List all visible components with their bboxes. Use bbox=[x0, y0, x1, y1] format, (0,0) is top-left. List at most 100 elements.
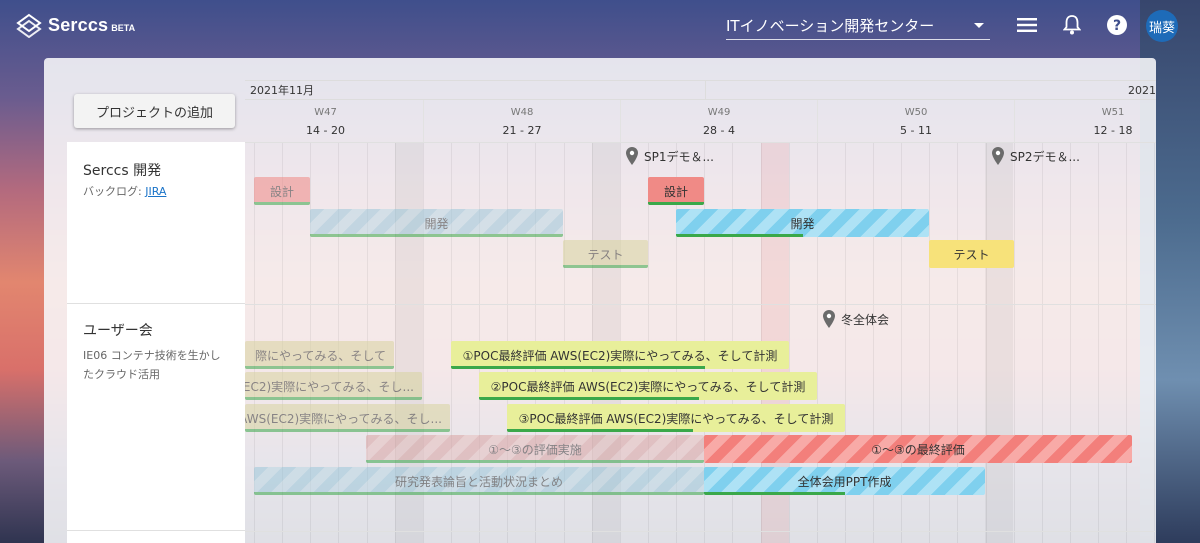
task-label: 開発 bbox=[424, 216, 449, 231]
week-number: W51 bbox=[1101, 107, 1125, 118]
gantt-panel: プロジェクトの追加 Serccs 開発 バックログ: JIRA ユーザー会 IE… bbox=[44, 58, 1156, 543]
week-number: W48 bbox=[510, 107, 534, 118]
app-name: Serccs bbox=[48, 14, 109, 35]
task-label: ①～③の評価実施 bbox=[488, 442, 582, 457]
task-label: 設計 bbox=[663, 184, 688, 199]
location-pin-icon bbox=[823, 310, 835, 328]
task-bar[interactable]: ①～③の最終評価 bbox=[704, 435, 1132, 463]
weekend-shade bbox=[985, 142, 1013, 543]
row-divider bbox=[245, 304, 1156, 305]
task-label: 開発 bbox=[790, 216, 815, 231]
week-range: 5 - 11 bbox=[900, 124, 932, 137]
task-bar[interactable]: ③POC最終評価 AWS(EC2)実際にやってみる、そして計測 bbox=[507, 404, 845, 432]
task-label: テスト bbox=[587, 247, 624, 262]
task-bar[interactable]: ①～③の評価実施 bbox=[366, 435, 704, 463]
task-bar[interactable]: 設計 bbox=[254, 177, 310, 205]
task-bar[interactable]: 設計 bbox=[648, 177, 704, 205]
jira-link[interactable]: JIRA bbox=[145, 185, 167, 198]
week-header: W48 21 - 27 bbox=[423, 100, 620, 142]
task-bar[interactable]: テスト bbox=[929, 240, 1014, 268]
task-label: ①～③の最終評価 bbox=[871, 442, 965, 457]
milestone-label: SP2デモ＆... bbox=[1010, 149, 1080, 164]
gantt-chart: 2021年11月 2021 W47 14 - 20 W48 21 - 27 W4… bbox=[245, 58, 1156, 543]
week-number: W50 bbox=[904, 107, 928, 118]
project-user-group[interactable]: ユーザー会 IE06 コンテナ技術を生かし たクラウド活用 bbox=[67, 304, 245, 531]
menu-icon[interactable] bbox=[1014, 12, 1040, 38]
task-label: ③POC最終評価 AWS(EC2)実際にやってみる、そして計測 bbox=[518, 411, 834, 426]
day-gridline bbox=[395, 142, 396, 543]
task-bar[interactable]: ②POC最終評価 AWS(EC2)実際にやってみる、そして計測 bbox=[479, 372, 817, 400]
week-number: W47 bbox=[314, 107, 337, 118]
task-label: ②POC最終評価 AWS(EC2)実際にやってみる、そして計測 bbox=[490, 379, 806, 394]
project-list: Serccs 開発 バックログ: JIRA ユーザー会 IE06 コンテナ技術を… bbox=[67, 142, 245, 543]
day-gridline bbox=[423, 142, 424, 543]
day-gridline bbox=[986, 142, 987, 543]
chevron-down-icon bbox=[974, 23, 984, 28]
user-avatar[interactable]: 瑞葵 bbox=[1146, 10, 1178, 42]
milestone-label: 冬全体会 bbox=[841, 312, 890, 327]
task-bar[interactable]: 全体会用PPT作成 bbox=[704, 467, 985, 495]
project-subtitle-line: IE06 コンテナ技術を生かし bbox=[83, 349, 221, 362]
week-number: W49 bbox=[707, 107, 731, 118]
milestone[interactable]: 冬全体会 bbox=[823, 310, 889, 328]
task-label: テスト bbox=[953, 247, 990, 262]
location-pin-icon bbox=[992, 147, 1004, 165]
day-gridline bbox=[1154, 142, 1155, 543]
project-title: ユーザー会 bbox=[83, 323, 153, 339]
task-label: EC2)実際にやってみる、そし... bbox=[245, 379, 414, 394]
task-bar[interactable]: 開発 bbox=[676, 209, 929, 237]
day-gridline bbox=[789, 142, 790, 543]
task-bar[interactable]: 開発 bbox=[310, 209, 563, 237]
organization-select[interactable]: ITイノベーション開発センター bbox=[726, 12, 990, 40]
task-bar[interactable]: ①POC最終評価 AWS(EC2)実際にやってみる、そして計測 bbox=[451, 341, 789, 369]
row-divider bbox=[245, 142, 1156, 143]
task-bar[interactable]: EC2)実際にやってみる、そし... bbox=[245, 372, 422, 400]
milestone[interactable]: SP1デモ＆... bbox=[626, 147, 714, 165]
add-project-button[interactable]: プロジェクトの追加 bbox=[74, 94, 235, 128]
day-gridline bbox=[957, 142, 958, 543]
project-serccs[interactable]: Serccs 開発 バックログ: JIRA bbox=[67, 142, 245, 304]
task-label: 際にやってみる、そして bbox=[254, 348, 386, 363]
row-divider bbox=[245, 531, 1156, 532]
week-range: 12 - 18 bbox=[1093, 124, 1133, 137]
app-header: Serccs BETA ITイノベーション開発センター ? 瑞葵 bbox=[0, 0, 1200, 50]
location-pin-icon bbox=[626, 147, 638, 165]
backlog-label: バックログ: bbox=[83, 185, 146, 198]
day-gridline bbox=[1098, 142, 1099, 543]
day-gridline bbox=[1042, 142, 1043, 543]
day-gridline bbox=[929, 142, 930, 543]
week-range: 28 - 4 bbox=[703, 124, 735, 137]
task-bar[interactable]: テスト bbox=[563, 240, 648, 268]
project-backlog: バックログ: JIRA bbox=[83, 182, 166, 201]
project-title: Serccs 開発 bbox=[83, 163, 162, 179]
month-header: 2021年11月 bbox=[245, 80, 705, 100]
day-gridline bbox=[873, 142, 874, 543]
task-bar[interactable]: 研究発表論旨と活動状況まとめ bbox=[254, 467, 704, 495]
month-header: 2021 bbox=[705, 80, 1156, 100]
day-gridline bbox=[1070, 142, 1071, 543]
milestone-label: SP1デモ＆... bbox=[644, 149, 714, 164]
beta-badge: BETA bbox=[111, 23, 136, 33]
task-bar[interactable]: AWS(EC2)実際にやってみる、そし... bbox=[245, 404, 450, 432]
day-gridline bbox=[1014, 142, 1015, 543]
week-header: W51 12 - 18 bbox=[1014, 100, 1156, 142]
week-header: W47 14 - 20 bbox=[245, 100, 423, 142]
project-subtitle-line: たクラウド活用 bbox=[83, 368, 160, 381]
milestone[interactable]: SP2デモ＆... bbox=[992, 147, 1080, 165]
task-label: 研究発表論旨と活動状況まとめ bbox=[394, 474, 563, 489]
organization-select-value: ITイノベーション開発センター bbox=[726, 17, 935, 35]
task-label: AWS(EC2)実際にやってみる、そし... bbox=[245, 411, 442, 426]
notification-bell-icon[interactable] bbox=[1059, 12, 1085, 38]
help-icon[interactable]: ? bbox=[1104, 12, 1130, 38]
serccs-logo-icon bbox=[16, 13, 42, 38]
task-label: ①POC最終評価 AWS(EC2)実際にやってみる、そして計測 bbox=[462, 348, 778, 363]
week-range: 14 - 20 bbox=[306, 124, 345, 137]
task-label: 設計 bbox=[269, 184, 294, 199]
task-bar[interactable]: 際にやってみる、そして bbox=[245, 341, 394, 369]
app-logo[interactable]: Serccs BETA bbox=[16, 12, 135, 38]
day-gridline bbox=[901, 142, 902, 543]
week-range: 21 - 27 bbox=[502, 124, 542, 137]
day-gridline bbox=[845, 142, 846, 543]
week-header: W50 5 - 11 bbox=[817, 100, 1014, 142]
week-header: W49 28 - 4 bbox=[620, 100, 817, 142]
